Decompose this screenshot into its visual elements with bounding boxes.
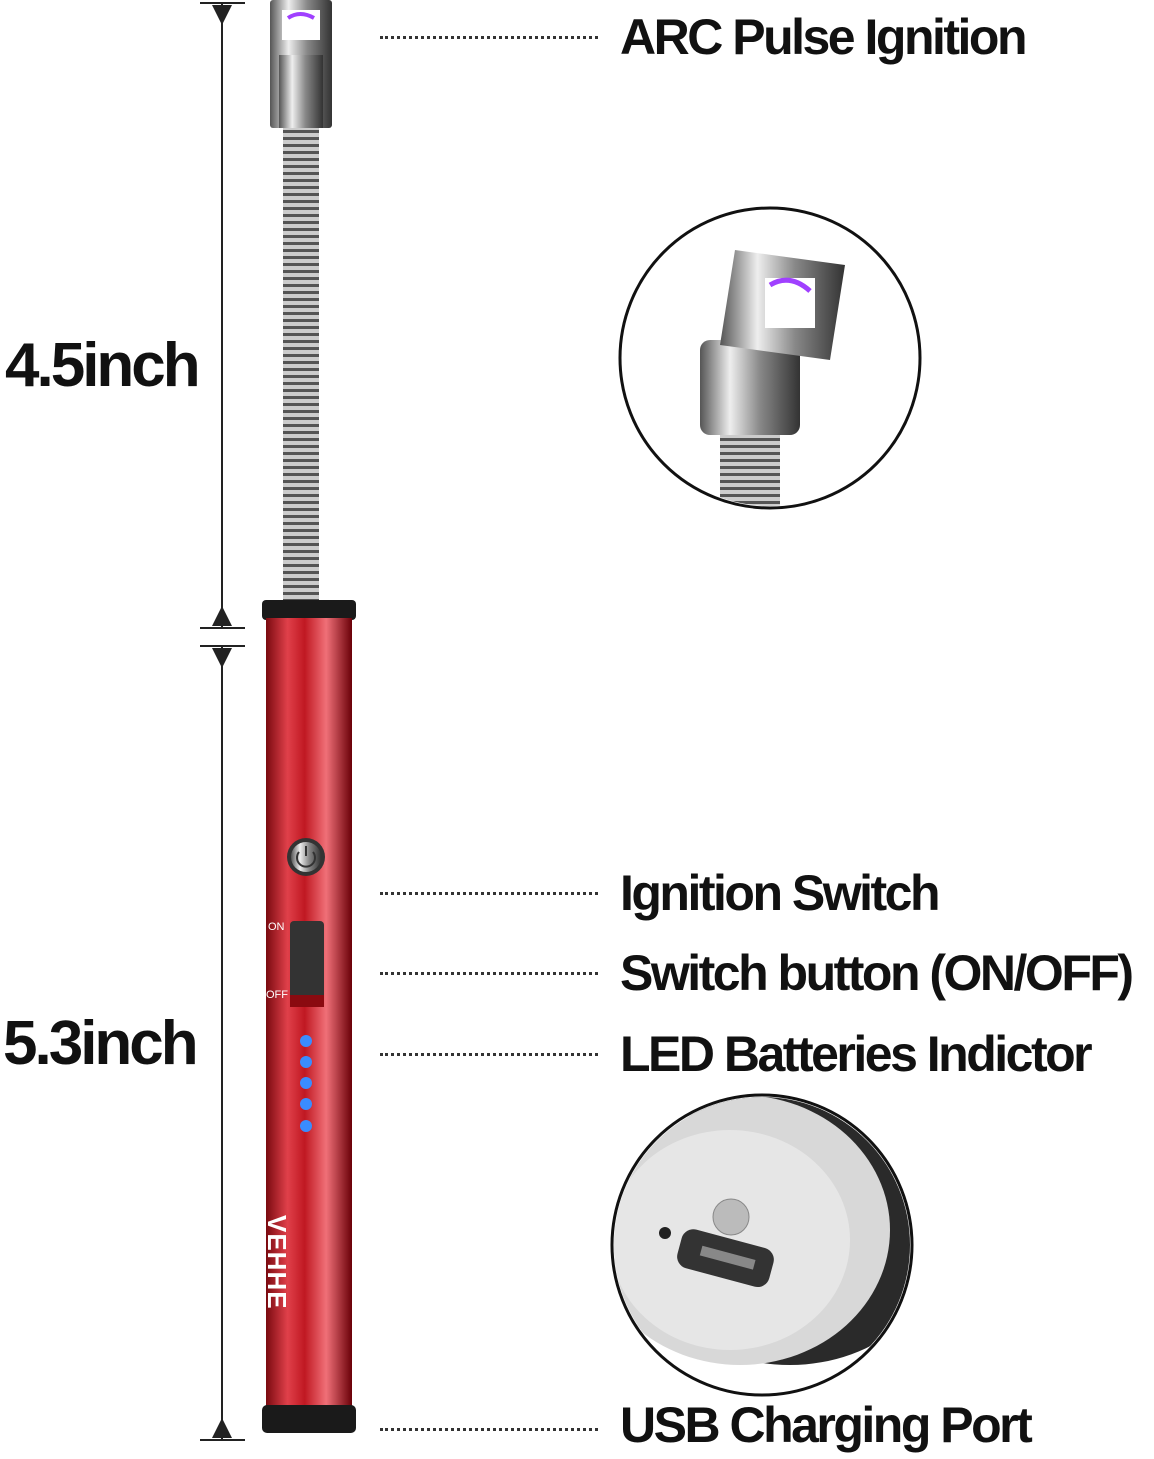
upper-length-label: 4.5inch: [5, 331, 201, 400]
leader-line: [380, 1053, 598, 1056]
leader-line: [380, 1428, 598, 1431]
label-switch-button: Switch button (ON/OFF): [620, 945, 1134, 1001]
brand-logo: VEHHE: [262, 1215, 292, 1310]
switch-off-label: OFF: [266, 989, 288, 1001]
lower-length-label: 5.3inch: [3, 1009, 199, 1078]
usb-port-closeup: [610, 1093, 914, 1397]
label-led-indicator: LED Batteries Indictor: [620, 1026, 1093, 1082]
led-indicators: [300, 1035, 312, 1132]
label-ignition-switch: Ignition Switch: [620, 865, 941, 921]
dimension-arrows: [212, 5, 232, 1438]
leader-line: [380, 972, 598, 975]
lighter: [262, 0, 356, 1433]
dimension-line: [200, 2, 245, 1441]
switch-on-label: ON: [268, 921, 285, 933]
leader-line: [380, 36, 598, 39]
label-arc-pulse-ignition: ARC Pulse Ignition: [620, 9, 1028, 65]
leader-line: [380, 892, 598, 895]
label-usb-charging-port: USB Charging Port: [620, 1397, 1033, 1453]
arc-head-closeup: [618, 206, 922, 510]
